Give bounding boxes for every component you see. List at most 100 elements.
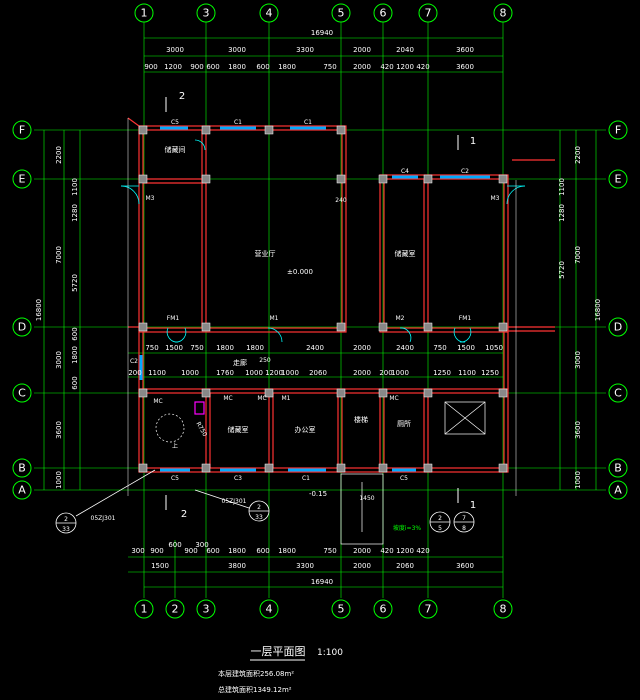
walls <box>127 117 555 473</box>
axis-label-bottom-7: 7 <box>425 603 432 616</box>
dim-bot-7: 1800 <box>228 547 246 555</box>
dim-left-1: 2200 <box>55 146 63 164</box>
dim-top2-12: 420 <box>416 63 429 71</box>
dim-bot-1: 300 <box>131 547 144 555</box>
dim-mid-6: 2400 <box>306 344 324 352</box>
dim-top2-4: 600 <box>206 63 219 71</box>
dim-mid-4: 1800 <box>216 344 234 352</box>
axis-label-D: D <box>18 321 26 334</box>
axis-bubbles-top: 1 3 4 5 6 7 8 <box>134 3 513 23</box>
dim-mid2-3: 1000 <box>181 369 199 377</box>
dim-top2-5: 1800 <box>228 63 246 71</box>
dim-mid2-7: 1000 <box>281 369 299 377</box>
tag-m1-center: M1 <box>270 315 279 322</box>
dim-mid2-12: 1250 <box>433 369 451 377</box>
dim-bot-3: 600 <box>168 541 181 549</box>
dim-mid-8: 2400 <box>396 344 414 352</box>
ref-right-c: 5 <box>438 525 442 532</box>
axis-label-bottom-1: 1 <box>141 603 148 616</box>
stairs-up-label: 上 <box>172 442 178 450</box>
dim-left-inner-5: 1800 <box>71 346 79 364</box>
tag-fm1-right: FM1 <box>459 315 472 322</box>
dim-mid2-2: 1100 <box>148 369 166 377</box>
room-storage-top-left: 储藏间 <box>165 145 186 154</box>
drawing-title: 一层平面图 <box>251 645 306 658</box>
section-markers <box>165 97 459 510</box>
bottom-dimensions: 300 900 600 900 300 600 1800 600 1800 75… <box>131 541 474 586</box>
dim-total-top: 16940 <box>311 29 333 37</box>
title-block: 一层平面图 1:100 本层建筑面积256.08m² 总建筑面积1349.12m… <box>218 645 343 694</box>
tag-c1-top-2: C1 <box>304 119 312 126</box>
ref-right-d: 8 <box>462 525 466 532</box>
right-dimensions: 16800 2200 7000 3000 3600 1000 1100 1280… <box>558 146 602 489</box>
top-dimensions: 16940 3000 3000 3300 2000 2040 3600 900 … <box>144 29 474 71</box>
dim-bot2-3: 3300 <box>296 562 314 570</box>
tag-c5-bottom: C5 <box>171 475 179 482</box>
ref-right-a: 2 <box>438 515 442 522</box>
dim-top-2: 3000 <box>228 46 246 54</box>
axis-label-6: 6 <box>380 7 387 20</box>
dim-bot-5: 300 <box>195 541 208 549</box>
room-storage-right: 储藏室 <box>395 249 416 258</box>
axis-label-right-B: B <box>614 462 622 475</box>
tag-mc-2: MC <box>257 395 266 402</box>
stair-shaft <box>444 401 486 435</box>
dim-top2-11: 1200 <box>396 63 414 71</box>
dim-top-5: 2040 <box>396 46 414 54</box>
dim-right-inner-2: 1280 <box>558 204 566 222</box>
dim-mid-2: 1500 <box>165 344 183 352</box>
tag-c2-left: C2 <box>130 358 138 365</box>
dim-bot-6: 600 <box>206 547 219 555</box>
dimension-lines <box>43 37 597 588</box>
tag-c1-top: C1 <box>234 119 242 126</box>
dim-left-inner-4: 600 <box>71 327 79 340</box>
dim-top2-10: 420 <box>380 63 393 71</box>
dim-mid2-9: 2000 <box>353 369 371 377</box>
total-area: 总建筑面积1349.12m² <box>218 685 292 694</box>
dim-bot2-4: 2000 <box>353 562 371 570</box>
dim-left-inner-2: 1280 <box>71 204 79 222</box>
axis-label-bottom-2: 2 <box>172 603 179 616</box>
ref-mid-den: 33 <box>255 514 263 521</box>
detail-references <box>55 469 475 534</box>
room-b1: 储藏室 <box>228 425 249 434</box>
dim-top2-9: 2000 <box>353 63 371 71</box>
dim-left-2: 7000 <box>55 246 63 264</box>
dim-mid-3: 750 <box>190 344 203 352</box>
dim-bot-12: 420 <box>380 547 393 555</box>
columns <box>138 125 508 473</box>
axis-bubbles-left: F E D C B A <box>12 120 32 500</box>
dim-bot2-1: 1500 <box>151 562 169 570</box>
floor-area: 本层建筑面积256.08m² <box>218 669 294 678</box>
dim-top-1: 3000 <box>166 46 184 54</box>
dim-left-inner-6: 600 <box>71 376 79 389</box>
axis-label-B: B <box>18 462 26 475</box>
dim-bot2-2: 3800 <box>228 562 246 570</box>
level-mark: -0.15 <box>309 490 327 498</box>
axis-label-bottom-5: 5 <box>338 603 345 616</box>
dim-top2-2: 1200 <box>164 63 182 71</box>
dim-left-3: 3000 <box>55 351 63 369</box>
section-label-bottom: 2 <box>181 509 187 520</box>
axis-label-3: 3 <box>203 7 210 20</box>
dim-right-4: 3600 <box>574 421 582 439</box>
ref-left-den: 33 <box>62 526 70 533</box>
room-corridor: 走廊 <box>233 358 247 367</box>
dim-mid-1: 750 <box>145 344 158 352</box>
dim-bot-9: 1800 <box>278 547 296 555</box>
dim-right-5: 1000 <box>574 471 582 489</box>
dim-bot-8: 600 <box>256 547 269 555</box>
dim-right-3: 3000 <box>574 351 582 369</box>
ref-mid-num: 2 <box>257 504 261 511</box>
tag-c5-top: C5 <box>171 119 179 126</box>
room-b3: 楼梯 <box>354 415 368 424</box>
axis-grid <box>34 22 606 598</box>
dim-top-3: 3300 <box>296 46 314 54</box>
ref-right-b: 7 <box>462 515 466 522</box>
dim-mid2-11: 1000 <box>391 369 409 377</box>
dim-bot-4: 900 <box>184 547 197 555</box>
tag-m3-left: M3 <box>146 195 155 202</box>
tag-step: 1450 <box>359 495 374 502</box>
dim-left-total: 16800 <box>35 299 43 321</box>
dim-bot-13: 1200 <box>396 547 414 555</box>
